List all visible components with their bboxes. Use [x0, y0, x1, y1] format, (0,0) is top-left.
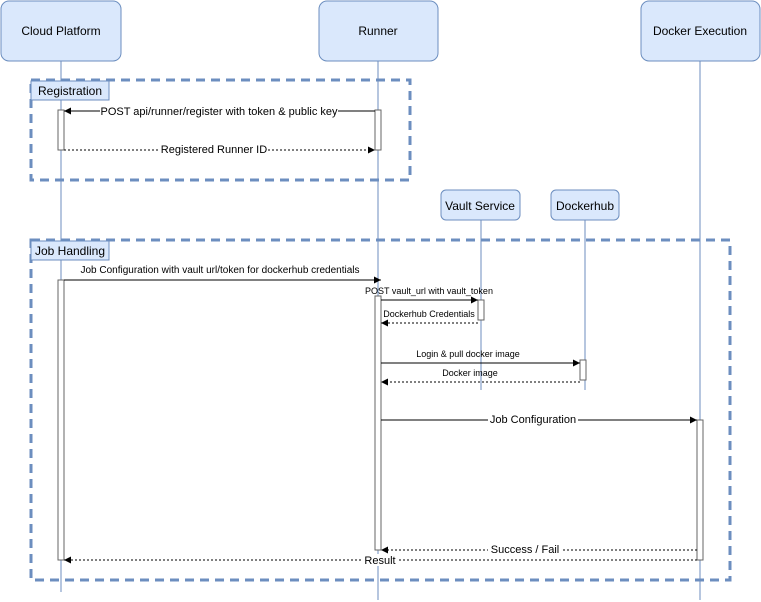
group-registration-label: Registration: [38, 84, 102, 98]
participant-cloud-platform: Cloud Platform: [0, 0, 122, 62]
msg-register-label: POST api/runner/register with token & pu…: [100, 106, 338, 118]
msg-registered-id-label: Registered Runner ID: [161, 144, 267, 156]
msg-success-fail-label: Success / Fail: [491, 544, 559, 556]
participant-cloud-platform-label: Cloud Platform: [21, 24, 100, 38]
msg-job-config-label: Job Configuration: [490, 414, 576, 426]
group-job-handling-label: Job Handling: [35, 244, 105, 258]
group-registration: Registration: [29, 78, 412, 182]
msg-post-vault-label: POST vault_url with vault_token: [365, 286, 493, 296]
group-job-handling: Job Handling: [29, 238, 732, 582]
activation-cloud-job: [57, 279, 65, 561]
activation-vault: [477, 299, 485, 321]
participant-dockerhub-label: Dockerhub: [556, 199, 614, 213]
activation-dockerhub: [579, 359, 587, 381]
participant-runner-label: Runner: [358, 24, 397, 38]
msg-job-config-vault-label: Job Configuration with vault url/token f…: [80, 265, 359, 276]
activation-docker-execution: [696, 419, 704, 561]
msg-login-pull-label: Login & pull docker image: [416, 349, 520, 359]
participant-dockerhub: Dockerhub: [550, 189, 620, 221]
participant-vault-service: Vault Service: [440, 189, 521, 221]
activation-cloud-registration: [57, 109, 65, 151]
participant-vault-service-label: Vault Service: [445, 199, 515, 213]
participant-runner: Runner: [318, 0, 439, 62]
msg-dockerhub-creds-label: Dockerhub Credentials: [383, 309, 475, 319]
msg-result-label: Result: [364, 555, 395, 567]
participant-docker-execution: Docker Execution: [640, 0, 761, 62]
msg-docker-image-label: Docker image: [442, 368, 498, 378]
participant-docker-execution-label: Docker Execution: [653, 24, 747, 38]
activation-runner-job: [374, 295, 382, 551]
activation-runner-registration: [374, 109, 382, 151]
